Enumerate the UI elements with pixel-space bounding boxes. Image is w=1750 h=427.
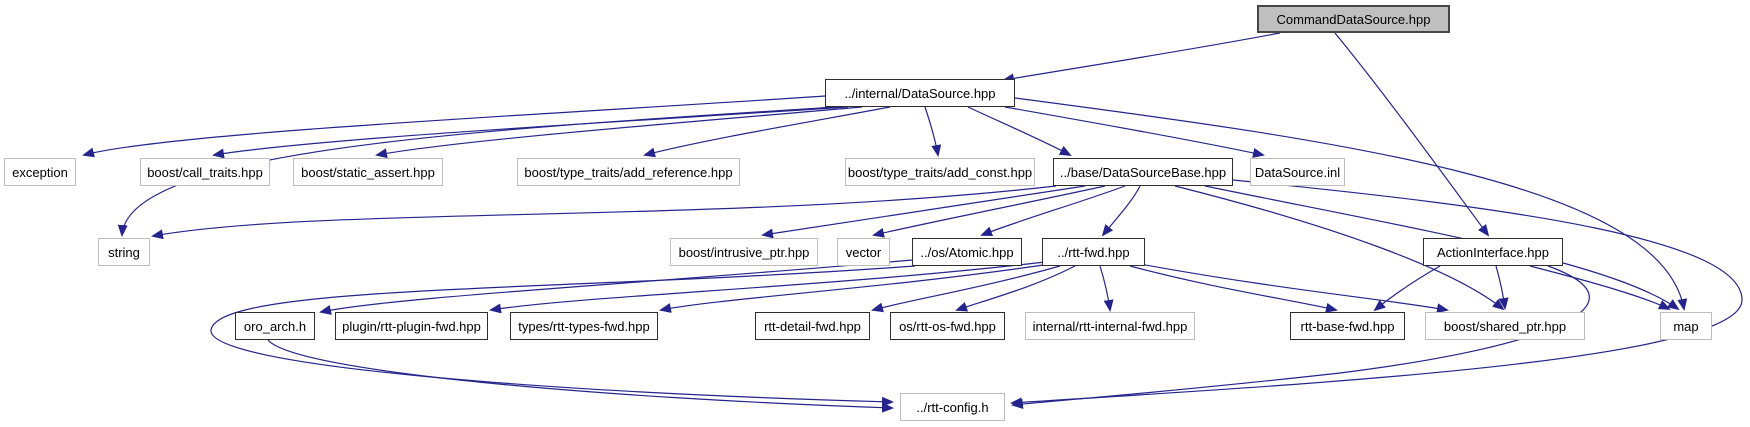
node-command: CommandDataSource.hpp [1257, 5, 1450, 33]
edge-datasource-call_traits [212, 106, 849, 159]
edge-datasource-add_const [924, 106, 942, 157]
node-os_fwd[interactable]: os/rtt-os-fwd.hpp [890, 312, 1005, 340]
edge-datasourcebase-vector [872, 185, 1106, 238]
node-actioninterface[interactable]: ActionInterface.hpp [1423, 238, 1563, 266]
edge-datasource-datasource_inl [1004, 106, 1265, 158]
edge-actioninterface-rtt_config [1011, 265, 1590, 409]
edge-datasource-exception [82, 95, 826, 158]
edge-datasourcebase-atomic [980, 185, 1126, 236]
node-add_reference: boost/type_traits/add_reference.hpp [517, 158, 740, 186]
edge-datasourcebase-rtt_fwd [1101, 185, 1141, 237]
node-shared_ptr: boost/shared_ptr.hpp [1425, 312, 1585, 340]
node-rtt_fwd[interactable]: ../rtt-fwd.hpp [1042, 238, 1145, 266]
node-plugin_fwd[interactable]: plugin/rtt-plugin-fwd.hpp [335, 312, 488, 340]
edge-actioninterface-shared_ptr [1495, 265, 1509, 310]
edge-rtt_fwd-os_fwd [955, 265, 1076, 312]
node-call_traits: boost/call_traits.hpp [140, 158, 270, 186]
edge-atomic-rtt_config [210, 265, 916, 407]
edge-command-actioninterface [1334, 32, 1490, 237]
edge-datasourcebase-shared_ptr [1174, 185, 1505, 311]
edge-actioninterface-map [1529, 265, 1671, 310]
node-atomic[interactable]: ../os/Atomic.hpp [912, 238, 1022, 266]
node-datasource[interactable]: ../internal/DataSource.hpp [825, 79, 1015, 107]
edge-actioninterface-base_fwd [1373, 265, 1441, 312]
edge-datasource-map [1014, 97, 1688, 311]
edge-atomic-oro_arch [319, 259, 913, 315]
node-types_fwd[interactable]: types/rtt-types-fwd.hpp [510, 312, 658, 340]
edge-rtt_fwd-types_fwd [659, 263, 1051, 313]
node-vector: vector [837, 238, 890, 266]
node-static_assert: boost/static_assert.hpp [293, 158, 443, 186]
edge-rtt_fwd-shared_ptr [1139, 263, 1449, 314]
edge-rtt_fwd-internal_fwd [1099, 265, 1114, 312]
edge-datasource-static_assert [375, 106, 863, 159]
edge-rtt_fwd-plugin_fwd [489, 261, 1046, 314]
edge-datasourcebase-string [151, 185, 1057, 240]
node-add_const: boost/type_traits/add_const.hpp [845, 158, 1035, 186]
edge-datasource-add_reference [643, 106, 891, 158]
node-map: map [1660, 312, 1712, 340]
node-string: string [98, 238, 150, 266]
edge-datasourcebase-rtt_config [1010, 179, 1743, 408]
edge-rtt_fwd-base_fwd [1129, 265, 1338, 313]
edge-command-datasource [1002, 32, 1281, 84]
edge-datasource-datasourcebase [967, 106, 1072, 156]
node-datasource_inl: DataSource.inl [1250, 158, 1345, 186]
node-datasourcebase[interactable]: ../base/DataSourceBase.hpp [1053, 158, 1233, 186]
node-internal_fwd: internal/rtt-internal-fwd.hpp [1025, 312, 1195, 340]
node-detail_fwd[interactable]: rtt-detail-fwd.hpp [755, 312, 870, 340]
edge-oro_arch-rtt_config [267, 339, 894, 413]
edge-rtt_fwd-detail_fwd [871, 265, 1061, 313]
edge-datasource-string [117, 106, 837, 237]
node-oro_arch[interactable]: oro_arch.h [235, 312, 315, 340]
node-base_fwd[interactable]: rtt-base-fwd.hpp [1290, 312, 1405, 340]
node-intrusive_ptr: boost/intrusive_ptr.hpp [670, 238, 818, 266]
node-rtt_config: ../rtt-config.h [900, 393, 1005, 421]
node-exception: exception [4, 158, 76, 186]
edge-datasourcebase-intrusive_ptr [761, 185, 1086, 239]
